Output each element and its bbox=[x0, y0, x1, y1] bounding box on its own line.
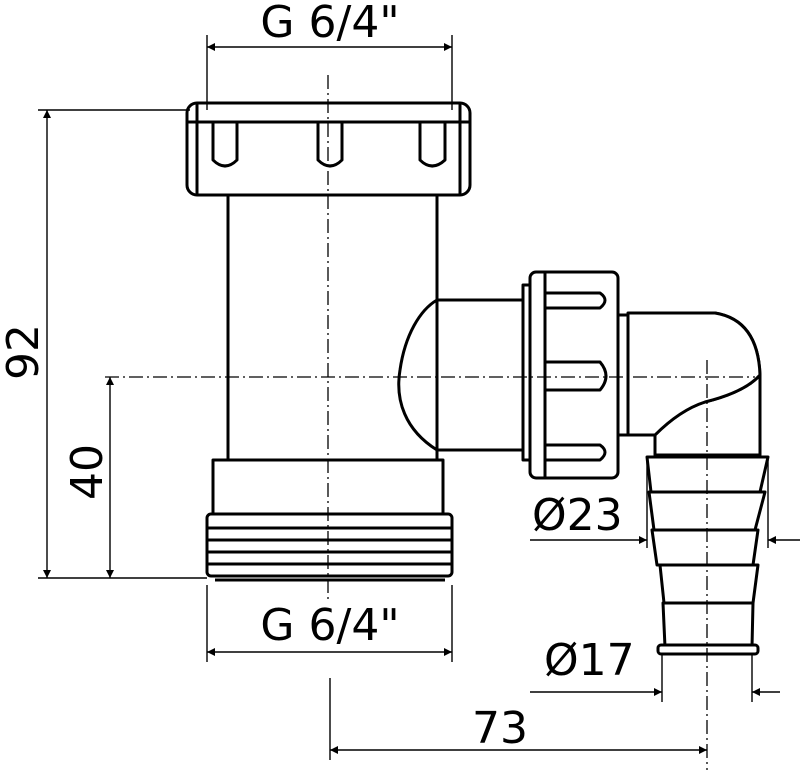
dimension-outlet-offset: 73 bbox=[329, 678, 707, 760]
inner-diameter-label: Ø17 bbox=[544, 635, 635, 686]
dimension-total-height: 92 bbox=[0, 109, 207, 579]
outlet-offset-label: 73 bbox=[472, 703, 528, 754]
dimension-inner-diameter: Ø17 bbox=[530, 635, 780, 702]
dimension-bottom-thread: G 6/4" bbox=[206, 585, 453, 662]
bottom-thread-label: G 6/4" bbox=[260, 600, 399, 651]
dimension-outlet-height: 40 bbox=[62, 377, 114, 578]
main-pipe-body bbox=[226, 190, 439, 464]
outer-diameter-label: Ø23 bbox=[532, 490, 623, 541]
dimension-outer-diameter: Ø23 bbox=[530, 460, 800, 548]
top-thread-label: G 6/4" bbox=[260, 0, 399, 48]
side-outlet-bulge bbox=[397, 298, 527, 452]
outlet-height-label: 40 bbox=[62, 444, 113, 500]
bottom-thread bbox=[205, 458, 454, 582]
total-height-label: 92 bbox=[0, 324, 49, 380]
side-union-nut bbox=[521, 270, 630, 480]
dimension-top-thread: G 6/4" bbox=[206, 0, 453, 110]
